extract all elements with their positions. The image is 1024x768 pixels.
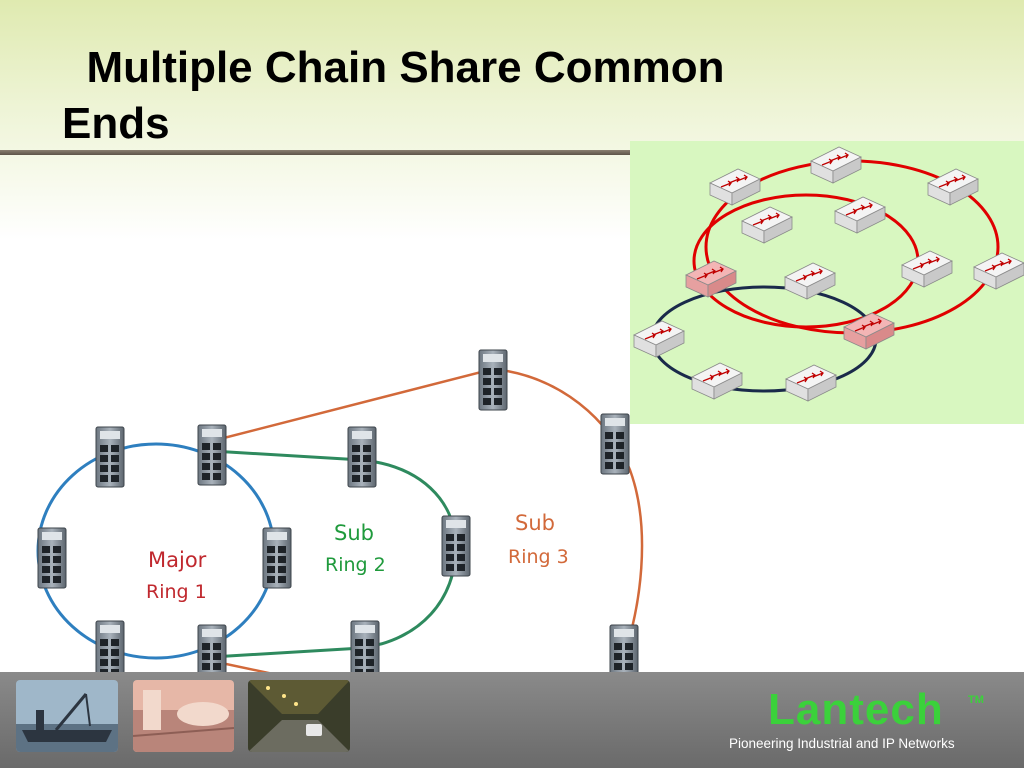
inset-switch xyxy=(834,196,886,234)
industrial-switch-device xyxy=(95,426,125,488)
industrial-switch-device xyxy=(37,527,67,589)
inset-ring-master-switch xyxy=(843,312,895,350)
inset-switch xyxy=(973,252,1024,290)
inset-topology-diagram xyxy=(633,146,1024,402)
footer-photo-tunnel xyxy=(248,680,350,752)
major-ring-label-line2: Ring 1 xyxy=(146,581,207,603)
title-divider xyxy=(0,150,630,155)
inset-switch xyxy=(785,364,837,402)
industrial-switch-device xyxy=(262,527,292,589)
inset-switch xyxy=(901,250,953,288)
lantech-logo: Lantech xyxy=(768,685,944,734)
trademark-mark: TM xyxy=(968,694,984,706)
footer-photo-industrial xyxy=(133,680,234,752)
industrial-switch-device xyxy=(197,424,227,486)
industrial-switch-device xyxy=(478,349,508,411)
inset-switch xyxy=(784,262,836,300)
industrial-switch-device xyxy=(600,413,630,475)
inset-switch xyxy=(810,146,862,184)
inset-switch xyxy=(691,362,743,400)
industrial-switch-device xyxy=(347,426,377,488)
footer-photo-ship xyxy=(16,680,118,752)
sub-ring2-label-line2: Ring 2 xyxy=(325,554,386,576)
inset-ring-master-switch xyxy=(685,260,737,298)
inset-switch xyxy=(633,320,685,358)
sub-ring3-label-line1: Sub xyxy=(515,511,555,535)
sub-ring2-label-line1: Sub xyxy=(334,521,374,545)
brand-tagline: Pioneering Industrial and IP Networks xyxy=(729,736,955,751)
ring-topology-inset xyxy=(630,141,1024,424)
inset-switch xyxy=(927,168,979,206)
industrial-switch-device xyxy=(441,515,471,577)
inset-switch xyxy=(709,168,761,206)
slide-title: Multiple Chain Share Common Ends xyxy=(62,43,725,148)
sub-ring3-label-line2: Ring 3 xyxy=(508,546,569,568)
inset-switch xyxy=(741,206,793,244)
major-ring-label-line1: Major xyxy=(148,548,207,572)
